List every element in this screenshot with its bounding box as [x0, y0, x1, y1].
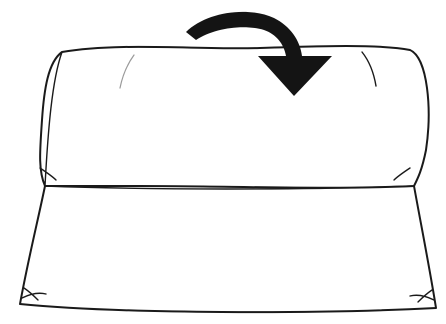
fold-over-arrow-shape	[186, 12, 332, 96]
top-cushion-crease-right	[362, 52, 376, 86]
bottom-cushion-outline	[20, 186, 436, 312]
bottom-cushion	[20, 186, 436, 312]
folded-top-cushion	[40, 46, 429, 188]
top-cushion-left-seam	[45, 52, 62, 186]
fold-over-arrow-icon	[186, 12, 332, 96]
top-cushion-crease-left	[120, 55, 134, 88]
top-cushion-tuck-right	[394, 168, 410, 180]
